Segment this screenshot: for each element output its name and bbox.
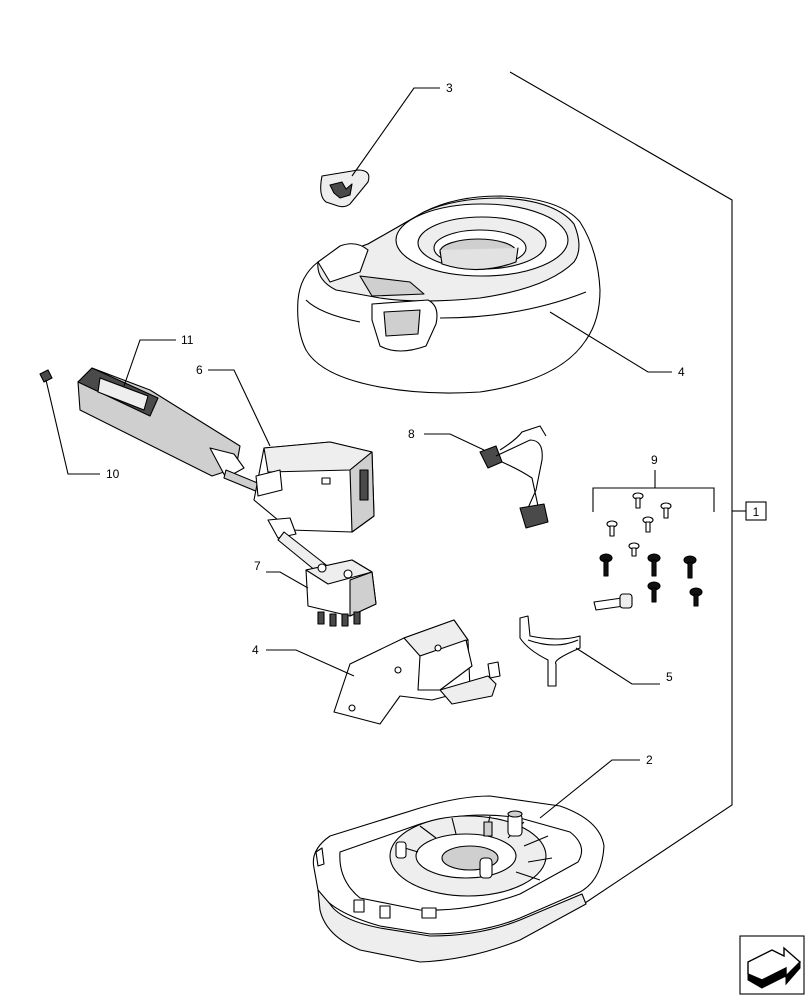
callout-6-label: 6 [196,363,203,377]
callout-4a-label: 4 [678,365,685,379]
callout-9-label: 9 [651,453,658,467]
callout-10-label: 10 [106,467,120,481]
part-3-badge [320,169,370,208]
callout-10-leader: 10 [45,379,120,481]
part-2-base-housing [312,795,605,963]
part-4-upper-housing [297,195,601,394]
callout-2-leader: 2 [539,753,653,819]
part-10-clip [39,369,53,383]
callout-11-label: 11 [181,333,194,347]
callout-8-leader: 8 [408,427,485,451]
part-9-fasteners: 9 [592,453,715,611]
part-6-switch-module [253,441,375,577]
callout-4b-leader: 4 [252,643,355,677]
next-page-arrow-icon[interactable] [739,935,805,995]
callout-1-box [745,501,767,521]
callout-5-leader: 5 [575,647,673,685]
callout-11-leader: 11 [123,333,194,387]
part-7-relay [305,559,377,627]
callout-3-leader: 3 [351,81,453,177]
callout-4b-label: 4 [252,643,259,657]
callout-7-label: 7 [254,559,261,573]
callout-4a-leader: 4 [549,311,685,379]
callout-5-label: 5 [666,670,673,684]
part-5-clamp [519,615,581,687]
callout-7-leader: 7 [254,559,309,589]
callout-3-label: 3 [446,81,453,95]
callout-8-label: 8 [408,427,415,441]
assembly-bracket: 1 [509,71,767,906]
part-8-harness [479,425,549,529]
part-11-stalk-lever [77,367,261,493]
callout-6-leader: 6 [196,363,271,447]
part-4-mounting-bracket [333,619,501,725]
callout-2-label: 2 [646,753,653,767]
callout-1-label: 1 [753,505,760,519]
